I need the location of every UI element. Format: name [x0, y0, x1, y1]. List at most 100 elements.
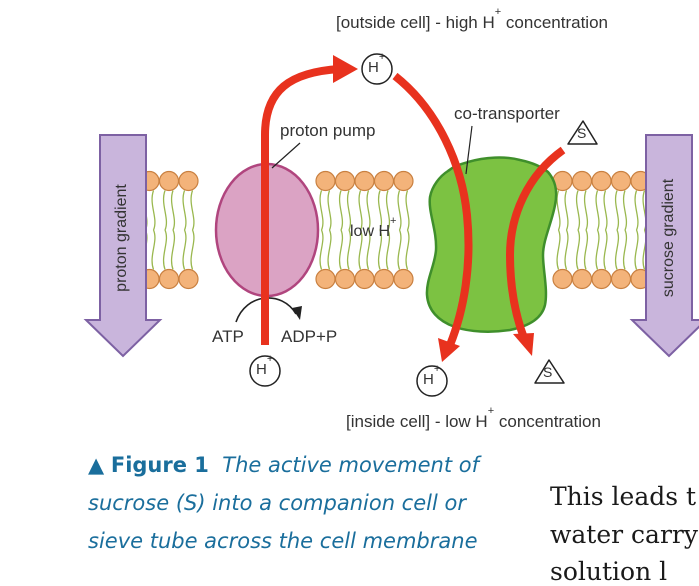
membrane-diagram: [83, 53, 699, 397]
lipid-tail: [397, 229, 402, 270]
lipid-tail: [556, 190, 561, 231]
proton-pump-flow-arrow: [261, 65, 341, 345]
sucrose-molecule-inside: [534, 359, 565, 384]
lipid-tail: [346, 190, 352, 231]
phospholipid-head: [393, 170, 414, 192]
adp-label: ADP+P: [281, 327, 338, 346]
h-ion-inside: [416, 365, 448, 397]
h-ion-reentry-arrowhead: [438, 338, 460, 362]
lipid-tail: [614, 229, 620, 270]
sucrose-flow-arrow: [505, 146, 566, 340]
lipid-tail: [358, 229, 363, 270]
atp-to-adp-arrowhead: [292, 306, 302, 320]
phospholipid-head: [354, 268, 375, 290]
lipid-tail: [190, 190, 195, 231]
atp-label: ATP: [212, 327, 244, 346]
lipid-tail: [346, 229, 352, 270]
figure-caption-line3: sieve tube across the cell membrane: [88, 529, 478, 553]
phospholipid-head: [158, 170, 180, 192]
h-ion-outside: [361, 53, 393, 85]
body-text-line3: solution l: [550, 557, 668, 586]
inside-cell-label: [inside cell] - low H+ concentration: [346, 405, 601, 431]
sucrose-flow-arrowhead: [513, 333, 534, 356]
lipid-tail: [182, 229, 187, 270]
phospholipid-head: [373, 268, 395, 290]
figure-caption-line1: ▲ Figure 1 The active movement of: [88, 453, 479, 477]
lipid-tail: [182, 190, 187, 231]
h-ion-inside-label: H+: [423, 363, 441, 389]
sucrose-gradient-label: sucrose gradient: [660, 178, 677, 298]
lipid-tail: [377, 190, 383, 231]
lipid-tail: [575, 229, 581, 270]
lipid-tail: [319, 190, 324, 231]
lipid-tail: [614, 190, 620, 231]
lipid-tail: [595, 229, 600, 270]
phospholipid-head: [178, 268, 199, 290]
lipid-tail: [603, 229, 608, 270]
phospholipid-head: [373, 170, 395, 192]
lipid-tail: [151, 190, 156, 231]
lipid-tail: [556, 229, 561, 270]
outside-cell-label: [outside cell] - high H+ concentration: [336, 6, 608, 32]
lipid-tail: [385, 190, 391, 231]
lipid-tail: [366, 229, 371, 270]
sucrose-gradient-arrow: [629, 134, 699, 358]
phospholipid-head: [178, 170, 199, 192]
h-ion-reentry-arrow: [392, 72, 473, 347]
lipid-tail: [358, 190, 363, 231]
caption-figure-label: Figure 1: [110, 453, 209, 477]
cotransporter-leader-line: [465, 125, 473, 175]
body-text-line1: This leads t: [550, 482, 697, 511]
phospholipid-head: [334, 268, 356, 290]
lipid-tail: [151, 229, 156, 270]
lipid-tail: [595, 190, 600, 231]
proton-pump-leader-line: [271, 142, 301, 169]
lipid-tail: [583, 229, 589, 270]
lipid-tail: [162, 190, 168, 231]
phospholipid-head: [354, 170, 375, 192]
sucrose-outside-label: S: [577, 125, 587, 141]
lipid-tail: [622, 190, 628, 231]
phospholipid-head: [610, 170, 632, 192]
h-ion-pump-label: H+: [256, 353, 274, 379]
lipid-tail: [319, 229, 324, 270]
lipid-tail: [162, 229, 168, 270]
lipid-tail: [603, 190, 608, 231]
cotransporter-label: co-transporter: [454, 104, 560, 123]
low-h-label: low H+: [350, 214, 397, 240]
lipid-tail: [564, 229, 569, 270]
cotransporter-protein: [425, 156, 558, 333]
lipid-tail: [338, 229, 344, 270]
sucrose-inside-label: S: [543, 364, 553, 380]
h-ion-pump-bottom: [249, 355, 281, 387]
phospholipid-head: [393, 268, 414, 290]
lipid-tail: [405, 229, 410, 270]
lipid-tail: [622, 229, 628, 270]
sucrose-molecule-outside: [567, 120, 598, 145]
caption-triangle-icon: ▲: [88, 453, 105, 477]
proton-gradient-label: proton gradient: [113, 184, 130, 292]
h-ion-outside-label: H+: [368, 51, 386, 77]
phospholipid-head: [571, 170, 593, 192]
phospholipid-head: [591, 170, 612, 192]
lipid-tail: [338, 190, 344, 231]
phospholipid-head: [552, 268, 573, 290]
lipid-tail: [366, 190, 371, 231]
lipid-tail: [385, 229, 391, 270]
body-text-line2: water carry: [550, 520, 698, 549]
lipid-tail: [377, 229, 383, 270]
lipid-tail: [634, 190, 639, 231]
lipid-tail: [327, 229, 332, 270]
figure-caption-line2: sucrose (S) into a companion cell or: [88, 491, 466, 515]
lipid-tail: [564, 190, 569, 231]
phospholipid-head: [334, 170, 356, 192]
lipid-tail: [583, 190, 589, 231]
phospholipid-head: [158, 268, 180, 290]
phospholipid-head: [315, 170, 336, 192]
lipid-tail: [405, 190, 410, 231]
phospholipid-head: [591, 268, 612, 290]
phospholipid-head: [571, 268, 593, 290]
proton-pump-flow-arrowhead: [333, 55, 358, 83]
lipid-tail: [170, 229, 176, 270]
proton-gradient-arrow: [83, 134, 163, 358]
